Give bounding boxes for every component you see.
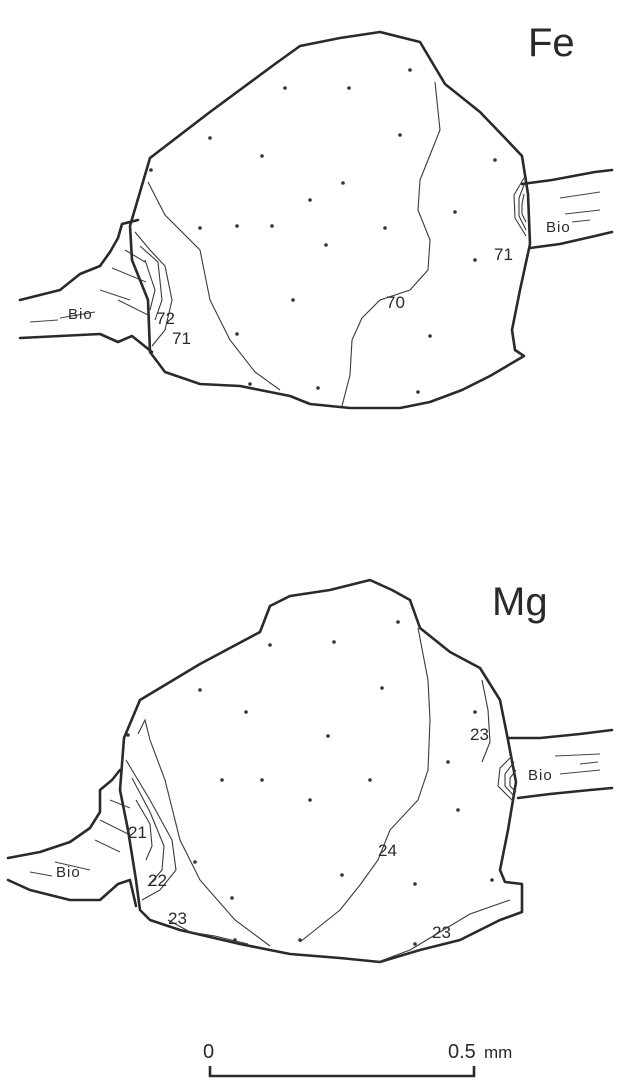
- fe-contour-label-71-right: 71: [494, 245, 513, 264]
- mg-map: Mg Bio Bio 21 22 23 24 2: [8, 580, 612, 962]
- fe-contour-label-72: 72: [156, 309, 175, 328]
- scale-bar-line: [210, 1066, 474, 1076]
- fe-contour-label-70: 70: [386, 293, 405, 312]
- mg-contour-label-21: 21: [128, 823, 147, 842]
- fe-map: Fe Bio Bio 72 71 70 71: [20, 21, 612, 408]
- scale-start-label: 0: [203, 1041, 214, 1063]
- fe-element-label: Fe: [528, 21, 575, 65]
- mg-contour-label-23-bottom-right: 23: [432, 923, 451, 942]
- fe-bio-right-label: Bio: [546, 219, 571, 236]
- fe-right-biotite-outline: [522, 170, 612, 248]
- scale-bar: 0 0.5 mm: [203, 1041, 512, 1076]
- mg-right-biotite-outline: [508, 730, 612, 798]
- mg-analysis-points: [126, 620, 494, 946]
- scale-end-label: 0.5: [448, 1041, 476, 1063]
- mg-right-biotite-cleavage: [555, 754, 600, 774]
- mg-contour-label-22: 22: [148, 871, 167, 890]
- mg-contour-label-23-right: 23: [470, 725, 489, 744]
- mg-bio-right-label: Bio: [528, 767, 553, 784]
- fe-left-biotite-outline: [20, 220, 152, 352]
- mg-bio-left-label: Bio: [56, 864, 81, 881]
- mg-element-label: Mg: [492, 580, 548, 624]
- fe-garnet-outline: [130, 32, 530, 408]
- mg-contour-label-23-bottom-left: 23: [168, 909, 187, 928]
- fe-bio-left-label: Bio: [68, 306, 93, 323]
- fe-contour-label-71-left: 71: [172, 329, 191, 348]
- fe-right-biotite-cleavage: [560, 192, 600, 222]
- fe-contours: [135, 82, 526, 406]
- mg-left-biotite-outline: [8, 770, 136, 906]
- scale-unit-label: mm: [484, 1043, 512, 1062]
- mg-contour-label-24: 24: [378, 841, 397, 860]
- mg-garnet-outline: [120, 580, 522, 962]
